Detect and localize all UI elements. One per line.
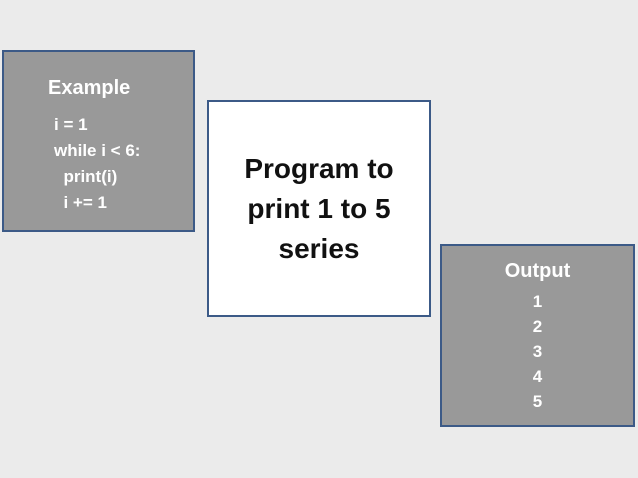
title-line: Program to — [244, 152, 394, 184]
output-heading: Output — [504, 260, 571, 282]
title-line: print 1 to 5 — [247, 192, 391, 224]
example-heading: Example — [48, 77, 131, 99]
example-box: Example i = 1 while i < 6: print(i) i += … — [2, 50, 195, 232]
example-code-block: i = 1 while i < 6: print(i) i += 1 — [54, 112, 193, 216]
output-box: Output 1 2 3 4 5 — [440, 244, 635, 427]
code-line: i = 1 — [54, 115, 88, 134]
slide-title: Program to print 1 to 5 series — [244, 149, 393, 269]
code-line: print(i) — [54, 167, 118, 186]
code-line: i += 1 — [54, 193, 107, 212]
output-value: 4 — [532, 367, 543, 386]
code-line: while i < 6: — [54, 141, 141, 160]
title-line: series — [278, 232, 360, 264]
output-values-list: 1 2 3 4 5 — [442, 289, 633, 414]
output-value: 5 — [532, 392, 543, 411]
output-value: 1 — [532, 292, 543, 311]
title-box: Program to print 1 to 5 series — [207, 100, 431, 317]
output-value: 3 — [532, 342, 543, 361]
output-value: 2 — [532, 317, 543, 336]
